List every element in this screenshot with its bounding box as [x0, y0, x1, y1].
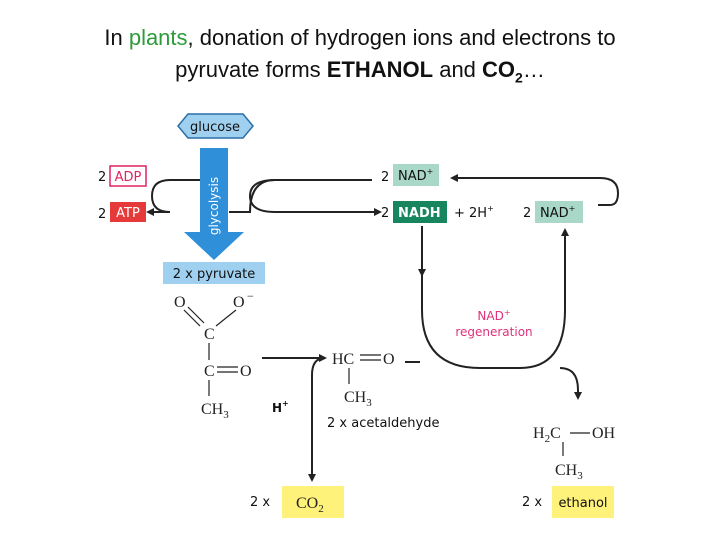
- svg-text:NADH: NADH: [398, 206, 441, 221]
- svg-text:O: O: [240, 363, 252, 380]
- ethanol-product-label: ethanol: [558, 496, 607, 511]
- svg-text:−: −: [247, 289, 254, 303]
- pyruvate-node: 2 x pyruvate: [163, 262, 265, 284]
- glucose-label: glucose: [190, 120, 240, 135]
- svg-text:HC: HC: [332, 351, 354, 368]
- acetaldehyde-structure: HC O CH3: [332, 351, 395, 409]
- acetaldehyde-label: 2 x acetaldehyde: [327, 416, 439, 431]
- pyruvate-label: 2 x pyruvate: [173, 267, 256, 282]
- h-plus-label: H+: [272, 399, 289, 415]
- svg-text:H+: H+: [272, 399, 289, 415]
- svg-text:+ 2H+: + 2H+: [454, 204, 494, 221]
- svg-text:OH: OH: [592, 425, 616, 442]
- ethanol-structure: H2C OH CH3: [533, 425, 616, 482]
- atp-label: ATP: [116, 206, 140, 221]
- title-ethanol: ETHANOL: [326, 57, 434, 82]
- adp-atp-loop-arrow: [146, 179, 200, 216]
- nad-right-node: 2 NAD+: [523, 201, 583, 223]
- svg-text:C: C: [204, 363, 215, 380]
- adp-label: ADP: [115, 170, 142, 185]
- adp-node: 2 ADP: [98, 165, 147, 187]
- title-line-1: In plants, donation of hydrogen ions and…: [104, 25, 616, 50]
- svg-text:NAD+: NAD+: [398, 167, 433, 184]
- svg-text:2: 2: [381, 206, 389, 221]
- svg-text:2: 2: [523, 206, 531, 221]
- svg-text:2 x: 2 x: [250, 495, 270, 510]
- svg-text:H2C: H2C: [533, 425, 561, 445]
- nadh-node: 2 NADH + 2H+: [381, 201, 494, 223]
- svg-text:regeneration: regeneration: [455, 325, 532, 339]
- glycolysis-arrow: glycolysis: [184, 148, 244, 260]
- co2-release-arrow: [308, 357, 326, 482]
- glucose-node: glucose: [177, 113, 254, 139]
- glycolysis-label: glycolysis: [207, 177, 221, 235]
- svg-text:CO2: CO2: [296, 495, 324, 515]
- svg-text:O: O: [383, 351, 395, 368]
- svg-text:O: O: [174, 294, 186, 311]
- page-title: In plants, donation of hydrogen ions and…: [0, 22, 720, 93]
- nad-to-nadh-arrow: [248, 179, 382, 216]
- ethanol-product: 2 x ethanol: [522, 486, 614, 518]
- svg-text:2 x: 2 x: [522, 495, 542, 510]
- svg-text:2: 2: [98, 207, 106, 222]
- title-plants-highlight: plants: [128, 25, 188, 50]
- svg-text:CH3: CH3: [344, 389, 372, 409]
- co2-product: 2 x CO2: [250, 486, 344, 518]
- to-ethanol-arrow: [559, 367, 582, 400]
- svg-text:CH3: CH3: [201, 401, 229, 421]
- svg-text:CH3: CH3: [555, 462, 583, 482]
- atp-node: 2 ATP: [98, 202, 146, 222]
- svg-text:O: O: [233, 294, 245, 311]
- svg-text:NAD+: NAD+: [540, 204, 575, 221]
- svg-text:2: 2: [98, 170, 106, 185]
- nad-return-arrow: [450, 174, 620, 206]
- svg-text:C: C: [204, 326, 215, 343]
- title-co2: CO2: [482, 57, 523, 86]
- title-line-2: pyruvate forms ETHANOL and CO2…: [175, 57, 545, 86]
- svg-text:2: 2: [381, 170, 389, 185]
- regeneration-label: NAD+ regeneration: [455, 308, 532, 339]
- pyruvate-structure: O O − C C O CH3: [174, 289, 254, 421]
- svg-text:NAD+: NAD+: [477, 308, 510, 323]
- regeneration-curve: [421, 228, 569, 369]
- nad-top-node: 2 NAD+: [381, 164, 439, 186]
